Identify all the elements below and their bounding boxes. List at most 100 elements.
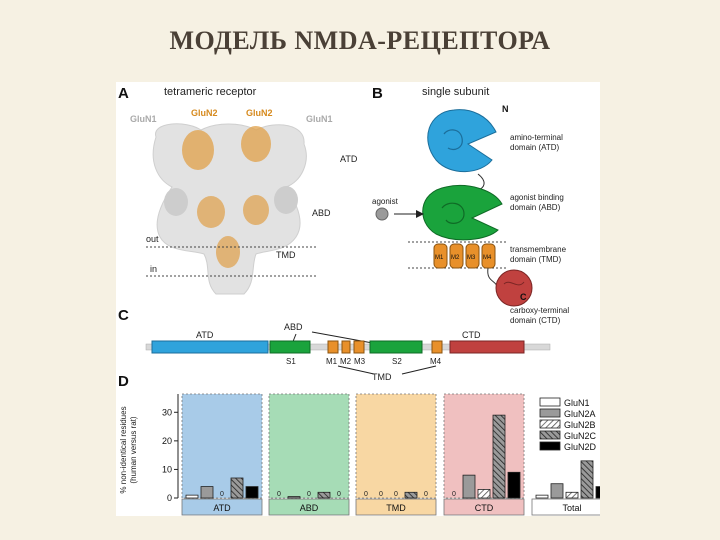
bar-glun2c-abd bbox=[317, 491, 331, 499]
category-label-box-atd bbox=[181, 498, 263, 516]
category-region-atd bbox=[181, 393, 263, 499]
agonist-molecule bbox=[375, 207, 389, 221]
legend-swatch-glun1 bbox=[539, 397, 561, 407]
panel-a-letter: A bbox=[118, 85, 129, 102]
legend-swatch-glun2b bbox=[539, 419, 561, 429]
linear-domain-map bbox=[145, 340, 551, 354]
legend-swatch-glun2c bbox=[539, 430, 561, 440]
ctd-description-line1: carboxy-terminal bbox=[510, 306, 569, 315]
helix-m2-label: M2 bbox=[451, 255, 460, 261]
y-tick-label: 30 bbox=[162, 407, 172, 417]
atd-description-line2: domain (ATD) bbox=[510, 143, 560, 152]
bar-glun1-atd bbox=[185, 494, 199, 499]
bar-glun2b-ctd bbox=[477, 489, 491, 499]
bar-glun2a-atd bbox=[200, 486, 214, 499]
legend-label-glun1: GluN1 bbox=[564, 398, 590, 408]
panel-c-ctd-label: CTD bbox=[462, 330, 481, 340]
panel-b-letter: B bbox=[372, 85, 383, 102]
bar-glun2b-total bbox=[565, 491, 579, 499]
segment-label-m1: M1 bbox=[326, 357, 338, 366]
n-terminus-label: N bbox=[502, 104, 509, 114]
segment-m4 bbox=[431, 340, 443, 354]
tmd-description-line2: domain (TMD) bbox=[510, 255, 561, 264]
x-tick-label-total: Total bbox=[562, 503, 581, 513]
segment-m2 bbox=[341, 340, 351, 354]
category-label-box-total bbox=[531, 498, 600, 516]
category-label-box-abd bbox=[268, 498, 350, 516]
panel-a-title: tetrameric receptor bbox=[164, 86, 257, 98]
subunit-label-glun2-right: GluN2 bbox=[246, 108, 273, 118]
ctd-blob-shape bbox=[495, 269, 533, 307]
segment-label-m3: M3 bbox=[354, 357, 366, 366]
x-tick-label-tmd: TMD bbox=[386, 503, 406, 513]
c-terminus-label: C bbox=[520, 292, 527, 302]
bar-glun2d-atd bbox=[245, 486, 259, 499]
legend-label-glun2a: GluN2A bbox=[564, 409, 596, 419]
x-tick-label-ctd: CTD bbox=[475, 503, 494, 513]
bar-glun2c-tmd bbox=[404, 491, 418, 499]
membrane-in-label: in bbox=[150, 264, 157, 274]
segment-s1 bbox=[269, 340, 311, 354]
zero-value-marker: 0 bbox=[452, 491, 456, 498]
zero-value-marker: 0 bbox=[307, 491, 311, 498]
panel-c-letter: C bbox=[118, 307, 129, 324]
panel-a: A tetrameric receptor GluN1 GluN2 GluN2 … bbox=[118, 85, 358, 295]
panel-b-title: single subunit bbox=[422, 86, 489, 98]
category-region-abd bbox=[268, 393, 350, 499]
y-tick-label: 10 bbox=[162, 464, 172, 474]
zero-value-marker: 0 bbox=[394, 491, 398, 498]
x-tick-label-abd: ABD bbox=[300, 503, 319, 513]
atd-description-line1: amino-terminal bbox=[510, 133, 563, 142]
y-axis-label-line1: % non-identical residues bbox=[119, 406, 128, 493]
receptor-structure-image bbox=[152, 123, 307, 295]
legend-label-glun2c: GluN2C bbox=[564, 431, 597, 441]
zero-value-marker: 0 bbox=[379, 491, 383, 498]
bar-glun2c-ctd bbox=[492, 414, 506, 499]
panel-c-abd-label: ABD bbox=[284, 322, 303, 332]
y-axis-label-line2: (human versus rat) bbox=[129, 416, 138, 483]
panel-a-tmd-label: TMD bbox=[276, 250, 296, 260]
helix-m3-label: M3 bbox=[467, 255, 476, 261]
segment-m1 bbox=[327, 340, 339, 354]
tmd-helices: M1 M2 M3 M4 bbox=[433, 243, 496, 269]
panel-d-letter: D bbox=[118, 373, 129, 390]
category-label-box-tmd bbox=[355, 498, 437, 516]
bar-glun2d-total bbox=[595, 486, 600, 499]
segment-label-m4: M4 bbox=[430, 357, 442, 366]
bar-glun1-total bbox=[535, 494, 549, 499]
panel-b: B single subunit N amino-terminal domain… bbox=[372, 85, 569, 325]
segment-s2 bbox=[369, 340, 423, 354]
y-tick-label: 20 bbox=[162, 436, 172, 446]
legend-swatch-glun2d bbox=[539, 441, 561, 451]
ctd-description-line2: domain (CTD) bbox=[510, 316, 561, 325]
segment-label-s2: S2 bbox=[392, 357, 402, 366]
bar-glun2c-atd bbox=[230, 477, 244, 499]
zero-value-marker: 0 bbox=[337, 491, 341, 498]
x-tick-label-atd: ATD bbox=[213, 503, 231, 513]
bar-glun2c-total bbox=[580, 460, 594, 499]
bar-glun2a-ctd bbox=[462, 474, 476, 499]
panel-a-atd-label: ATD bbox=[340, 154, 358, 164]
category-region-tmd bbox=[355, 393, 437, 499]
bar-glun2a-abd bbox=[287, 496, 301, 499]
segment-atd bbox=[151, 340, 269, 354]
zero-value-marker: 0 bbox=[364, 491, 368, 498]
zero-value-marker: 0 bbox=[220, 491, 224, 498]
subunit-label-glun2-left: GluN2 bbox=[191, 108, 218, 118]
abd-description-line1: agonist binding bbox=[510, 193, 564, 202]
panel-c: C ABD ATD CTD S1 M1 M2 M3 S2 M4 TMD bbox=[118, 307, 551, 382]
bar-glun2a-total bbox=[550, 483, 564, 499]
abd-description-line2: domain (ABD) bbox=[510, 203, 561, 212]
zero-value-marker: 0 bbox=[424, 491, 428, 498]
segment-label-m2: M2 bbox=[340, 357, 352, 366]
zero-value-marker: 0 bbox=[277, 491, 281, 498]
membrane-out-label: out bbox=[146, 234, 159, 244]
legend-label-glun2d: GluN2D bbox=[564, 442, 597, 452]
helix-m1-label: M1 bbox=[435, 255, 444, 261]
category-label-box-ctd bbox=[443, 498, 525, 516]
tmd-description-line1: transmembrane bbox=[510, 245, 567, 254]
legend-swatch-glun2a bbox=[539, 408, 561, 418]
panel-d: D % non-identical residues (human versus… bbox=[118, 373, 600, 516]
